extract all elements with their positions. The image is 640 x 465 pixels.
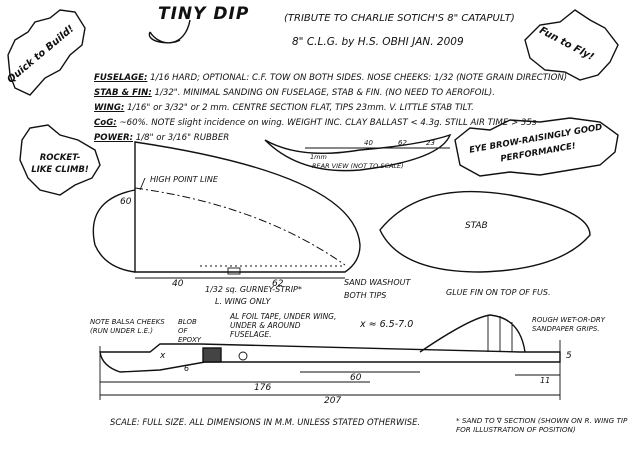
fus-dim-207: 207 [324,396,342,406]
wing-dim-62: 62 [272,279,284,289]
subtitle-text: 8" C.L.G. by H.S. OBHI JAN. 2009 [292,36,464,48]
hook-hole-icon [238,351,248,361]
spec-wing: WING: 1/16" or 3/32" or 2 mm. CENTRE SEC… [94,104,474,113]
spec-value: 1/8" or 3/16" RUBBER [135,133,230,143]
wing-dim-60: 60 [120,197,132,207]
spec-value: 1/32". MINIMAL SANDING ON FUSELAGE, STAB… [154,88,495,98]
rear-view-label: REAR VIEW (NOT TO SCALE) [312,162,404,170]
balsa-cheek-block [202,347,222,363]
spec-stab-fin: STAB & FIN: 1/32". MINIMAL SANDING ON FU… [94,89,495,98]
fun-bubble-outline [524,9,619,81]
tribute-text: (TRIBUTE TO CHARLIE SOTICH'S 8" CATAPULT… [284,13,515,24]
high-point-label: HIGH POINT LINE [150,175,218,184]
logo-title: TINY DIP [158,4,250,24]
spec-power: POWER: 1/8" or 3/16" RUBBER [94,134,229,143]
wing-dim-40: 40 [172,279,184,289]
x-value-label: x ≈ 6.5-7.0 [360,319,414,330]
sand-section-note: * SAND TO ∇ SECTION (SHOWN ON R. WING TI… [456,416,628,434]
rear-dim-23: 23 [426,139,435,147]
gurney-label: 1/32 sq. GURNEY-STRIP* [205,285,302,294]
spec-fuselage: FUSELAGE: 1/16 HARD; OPTIONAL: C.F. TOW … [94,74,567,83]
both-tips-label: BOTH TIPS [344,291,387,300]
high-point-arrow [139,177,146,191]
quick-bubble-outline [7,9,86,96]
rear-dim-40: 40 [364,139,373,147]
rear-dim-1mm: 1mm [310,153,327,161]
fus-dim-5: 5 [566,351,572,361]
spec-label: CoG: [94,118,117,128]
fus-dim-6: 6 [184,364,190,373]
wing-only-label: L. WING ONLY [215,297,271,306]
spec-value: 1/16 HARD; OPTIONAL: C.F. TOW ON BOTH SI… [150,73,568,83]
spec-label: WING: [94,103,125,113]
rear-view-outline [264,133,452,172]
spec-label: POWER: [94,133,134,143]
fus-dim-176: 176 [254,383,272,393]
wing-outline [134,141,361,273]
spec-label: FUSELAGE: [94,73,148,83]
stab-label: STAB [465,221,488,231]
eyebrow-bubble-outline [454,117,619,177]
high-point-line [134,187,346,266]
fus-dim-60: 60 [350,373,362,383]
spec-value: 1/16" or 3/32" or 2 mm. CENTRE SECTION F… [127,103,474,113]
spec-cog: CoG: ~60%. NOTE slight incidence on wing… [94,119,536,128]
fus-x-label: x [160,351,166,361]
spec-value: ~60%. NOTE slight incidence on wing. WEI… [119,118,537,128]
balsa-cheeks-label: NOTE BALSA CHEEKS (RUN UNDER L.E.) [90,318,165,335]
rocket-bubble-text: ROCKET-LIKE CLIMB! [31,153,89,175]
grips-label: ROUGH WET-OR-DRY SANDPAPER GRIPS. [532,316,605,333]
fuselage-body [99,343,561,373]
washout-label: SAND WASHOUT [344,278,411,287]
logo-swoosh-icon [148,19,191,44]
epoxy-label: BLOB OF EPOXY [178,318,202,344]
gurney-mark [227,267,241,275]
scale-note: SCALE: FULL SIZE. ALL DIMENSIONS IN M.M.… [110,417,421,427]
rocket-bubble-outline [19,124,101,196]
spec-label: STAB & FIN: [94,88,152,98]
fus-dim-11: 11 [540,376,551,385]
al-foil-label: AL FOIL TAPE, UNDER WING, UNDER & AROUND… [230,312,337,339]
fin-outline [419,314,526,353]
rear-dim-62: 62 [398,139,407,147]
glue-fin-label: GLUE FIN ON TOP OF FUS. [446,288,551,297]
stab-outline [379,190,591,273]
wing-left-rounded-edge [92,189,136,273]
